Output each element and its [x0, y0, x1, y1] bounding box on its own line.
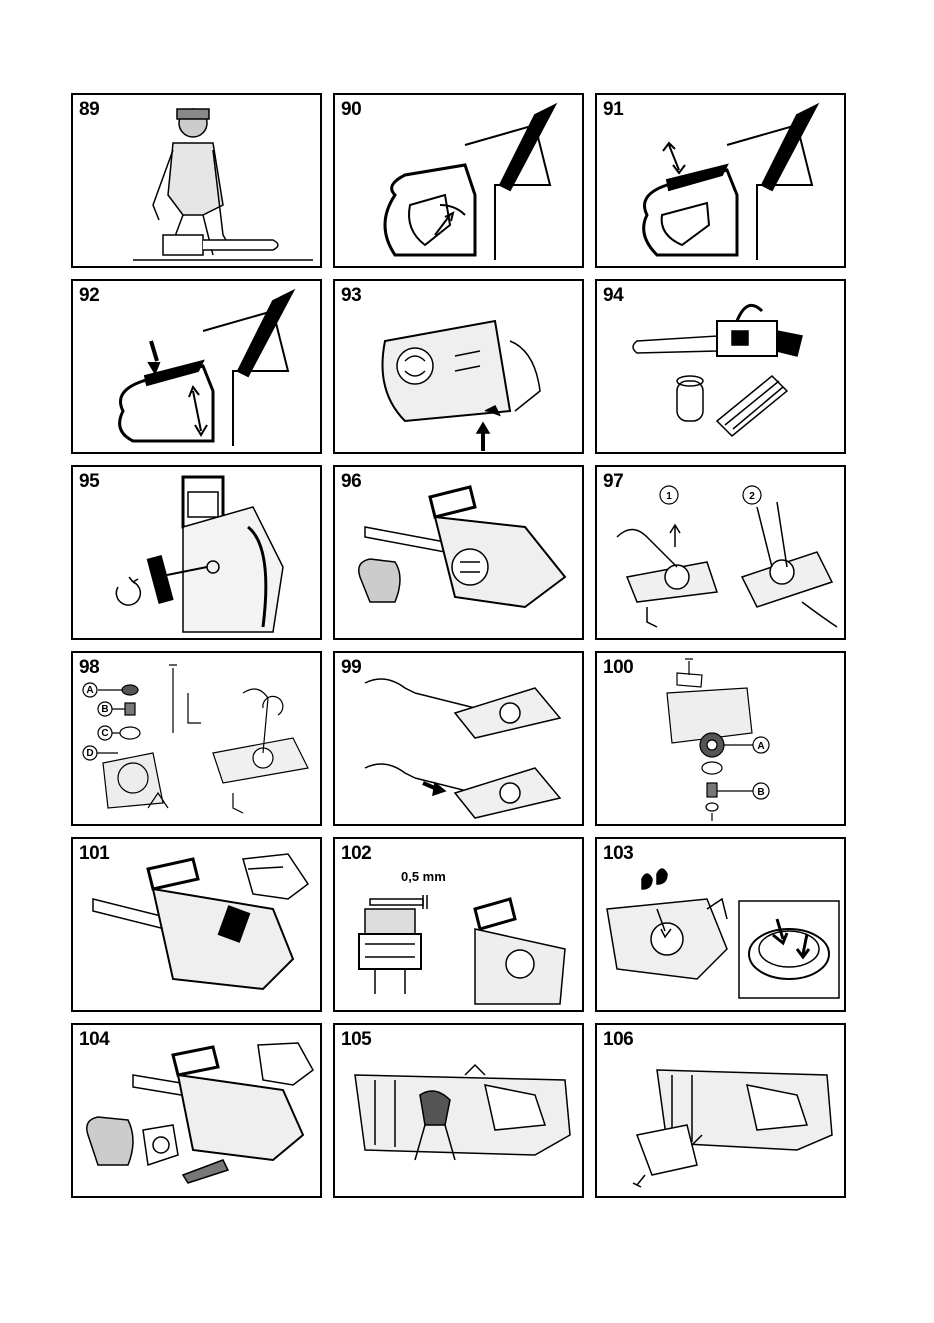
figure-98: 98 A B C D: [71, 651, 322, 826]
cover-plate-removal-illustration: [597, 1025, 844, 1196]
figure-number: 89: [79, 99, 99, 121]
callout-B-label: B: [101, 704, 108, 715]
clutch-lubrication-illustration: [597, 839, 844, 1010]
handle-dampers-illustration: [597, 281, 844, 452]
figure-101: 101: [71, 837, 322, 1012]
figure-number: 106: [603, 1029, 633, 1051]
figure-94: 94: [595, 279, 846, 454]
figure-91: 91: [595, 93, 846, 268]
figure-number: 95: [79, 471, 99, 493]
figure-103: 103: [595, 837, 846, 1012]
operator-starting-saw-illustration: [73, 95, 320, 266]
chain-brake-handle-illustration: [335, 95, 582, 266]
illustration-grid: 89 90: [71, 93, 846, 1207]
figure-106: 106: [595, 1023, 846, 1198]
callout-2-label: 2: [749, 491, 755, 502]
starter-pulley-exploded-illustration: A B: [597, 653, 844, 824]
recoil-spring-exploded-illustration: A B C D: [73, 653, 320, 824]
figure-number: 98: [79, 657, 99, 679]
figure-number: 100: [603, 657, 633, 679]
carburetor-adjust-illustration: [73, 467, 320, 638]
chain-brake-check-illustration: [597, 95, 844, 266]
figure-100: 100 A B: [595, 651, 846, 826]
figure-96: 96: [333, 465, 584, 640]
figure-number: 101: [79, 843, 109, 865]
figure-number: 103: [603, 843, 633, 865]
figure-number: 90: [341, 99, 361, 121]
figure-number: 99: [341, 657, 361, 679]
figure-number: 91: [603, 99, 623, 121]
starter-rope-illustration: 1 2: [597, 467, 844, 638]
electrode-gap-label: 0,5 mm: [401, 869, 446, 884]
callout-1-label: 1: [666, 491, 672, 502]
figure-93: 93: [333, 279, 584, 454]
figure-number: 92: [79, 285, 99, 307]
figure-89: 89: [71, 93, 322, 268]
figure-number: 94: [603, 285, 623, 307]
callout-A-label: A: [757, 741, 764, 752]
figure-92: 92: [71, 279, 322, 454]
cleaning-cooling-system-illustration: [73, 1025, 320, 1196]
figure-99: 99: [333, 651, 584, 826]
cylinder-cleaning-illustration: [335, 1025, 582, 1196]
starter-spring-lubrication-illustration: [335, 653, 582, 824]
starter-removal-illustration: [335, 467, 582, 638]
figure-104: 104: [71, 1023, 322, 1198]
figure-number: 104: [79, 1029, 109, 1051]
callout-C-label: C: [101, 728, 108, 739]
chain-brake-activation-illustration: [73, 281, 320, 452]
figure-number: 96: [341, 471, 361, 493]
figure-number: 105: [341, 1029, 371, 1051]
figure-number: 97: [603, 471, 623, 493]
figure-number: 93: [341, 285, 361, 307]
figure-95: 95: [71, 465, 322, 640]
callout-B-label: B: [757, 787, 764, 798]
figure-102: 102 0,5 mm: [333, 837, 584, 1012]
clutch-cover-illustration: [335, 281, 582, 452]
figure-97: 97 1 2: [595, 465, 846, 640]
figure-90: 90: [333, 93, 584, 268]
figure-number: 102: [341, 843, 371, 865]
spark-plug-gap-illustration: 0,5 mm: [335, 839, 582, 1010]
callout-A-label: A: [86, 685, 93, 696]
air-filter-removal-illustration: [73, 839, 320, 1010]
figure-105: 105: [333, 1023, 584, 1198]
callout-D-label: D: [86, 748, 93, 759]
